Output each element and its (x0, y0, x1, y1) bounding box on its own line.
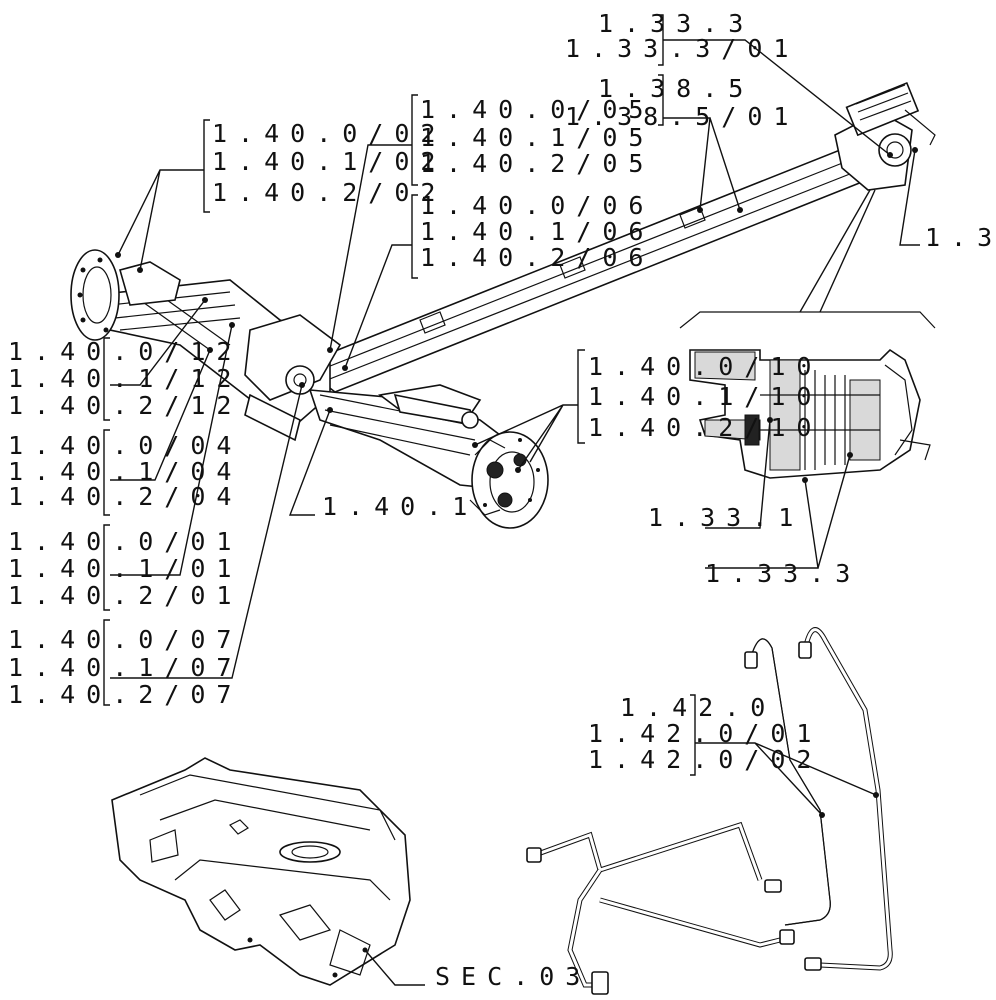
front-support-casting (111, 757, 411, 986)
callout-1-40-06-line1: 1.40.0/06 (420, 191, 654, 220)
callout-1-33-1: 1.33.1 (648, 503, 804, 532)
callout-1-40-02-line2: 1.40.1/02 (212, 147, 446, 176)
callout-1-40-06-line3: 1.40.2/06 (420, 243, 654, 272)
hydraulic-pipes (526, 627, 893, 995)
callout-1-40-02-line1: 1.40.0/02 (212, 119, 446, 148)
callout-1-42-line2: 1.42.0/01 (588, 719, 822, 748)
callout-1-40-05-line3: 1.40.2/05 (420, 149, 654, 178)
callout-1-40-07-line2: 1.40.1/07 (8, 653, 242, 682)
callout-1-40-12-line1: 1.40.0/12 (8, 337, 242, 366)
callout-1-40-12-line2: 1.40.1/12 (8, 364, 242, 393)
callout-1-40-04-line3: 1.40.2/04 (8, 482, 242, 511)
callout-1-3-right: 1.3 (925, 223, 996, 252)
callout-1-33-3-line1: 1.33.3 (598, 9, 754, 38)
callout-1-40-02-line3: 1.40.2/02 (212, 178, 446, 207)
callout-labels: 1.33.3 1.33.3/01 1.38.5 1.38.5/01 1.40.0… (8, 9, 996, 991)
detail-inset-gear-housing (679, 189, 936, 479)
callout-1-33-3-inset: 1.33.3 (705, 559, 861, 588)
callout-1-40-05-line2: 1.40.1/05 (420, 123, 654, 152)
callout-1-40-07-line1: 1.40.0/07 (8, 625, 242, 654)
front-axle-assembly (70, 81, 936, 529)
callout-1-38-5-line2: 1.38.5/01 (565, 102, 799, 131)
callout-1-40-10-line3: 1.40.2/10 (588, 413, 822, 442)
callout-1-33-3-line2: 1.33.3/01 (565, 34, 799, 63)
callout-1-42-line3: 1.42.0/02 (588, 745, 822, 774)
callout-1-42-line1: 1.42.0 (620, 693, 776, 722)
callout-1-40-01-line3: 1.40.2/01 (8, 581, 242, 610)
leader-lines (103, 14, 920, 986)
callout-1-38-5-line1: 1.38.5 (598, 74, 754, 103)
callout-1-40-07-line3: 1.40.2/07 (8, 680, 242, 709)
callout-sec-03: SEC.03 (435, 962, 591, 991)
callout-1-40-10-line1: 1.40.0/10 (588, 352, 822, 381)
callout-1-40-06-line2: 1.40.1/06 (420, 217, 654, 246)
callout-1-40-12-line3: 1.40.2/12 (8, 391, 242, 420)
callout-1-40-1: 1.40.1 (322, 492, 478, 521)
callout-1-40-05-line1: 1.40.0/05 (420, 95, 654, 124)
callout-1-40-01-line1: 1.40.0/01 (8, 527, 242, 556)
callout-1-40-04-line1: 1.40.0/04 (8, 431, 242, 460)
callout-1-40-10-line2: 1.40.1/10 (588, 382, 822, 411)
callout-1-40-01-line2: 1.40.1/01 (8, 554, 242, 583)
callout-1-40-04-line2: 1.40.1/04 (8, 457, 242, 486)
